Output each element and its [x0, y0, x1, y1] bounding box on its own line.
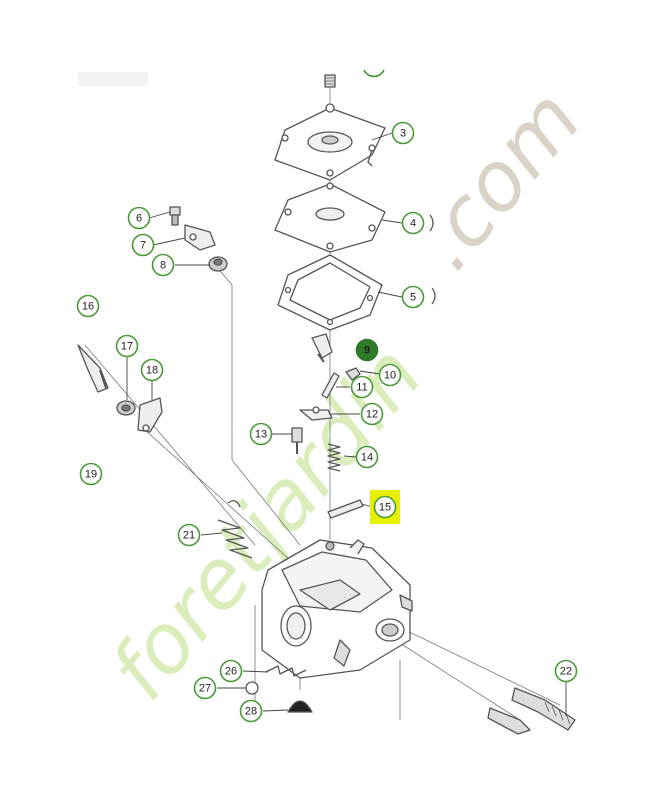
callout-19: 19 — [79, 462, 103, 486]
callout-number: 15 — [379, 502, 391, 514]
callout-28: 28 — [239, 699, 263, 723]
callout-number: 8 — [160, 260, 166, 272]
cap-part-28 — [287, 700, 313, 713]
carburetor-body — [261, 539, 413, 679]
callout-11: 11 — [350, 375, 374, 399]
callout-circle — [355, 338, 379, 362]
callout-number: 4 — [410, 218, 416, 230]
callout-number: 26 — [225, 666, 237, 678]
callout-circle — [360, 402, 384, 426]
ball-part-27 — [245, 681, 259, 695]
callout-number: 11 — [356, 382, 367, 394]
callout-26: 26 — [219, 659, 243, 683]
gasket-part-5 — [277, 254, 383, 331]
callout-circle — [193, 676, 217, 700]
callout-number: 19 — [85, 469, 97, 481]
spring-part-14 — [327, 443, 341, 472]
cable-assembly-16 — [77, 344, 109, 393]
washer-part-17 — [116, 400, 136, 416]
callout-7: 7 — [131, 233, 155, 257]
callout-number: 10 — [384, 370, 396, 382]
callout-circle — [140, 358, 164, 382]
callout-8: 8 — [151, 253, 175, 277]
callout-number: 9 — [364, 345, 370, 357]
callout-3: 3 — [391, 121, 415, 145]
callout-5: 5 — [401, 285, 425, 309]
pin-part-15 — [327, 499, 364, 519]
callout-number: 6 — [136, 213, 142, 225]
callout-circle — [554, 659, 578, 683]
callout-14: 14 — [355, 445, 379, 469]
pump-cover-part-3 — [274, 103, 386, 181]
partial-callout-top — [363, 69, 385, 78]
callout-10: 10 — [378, 363, 402, 387]
corner-artifact — [78, 72, 148, 86]
callout-circle — [350, 375, 374, 399]
callout-number: 18 — [146, 365, 158, 377]
callout-number: 12 — [366, 409, 378, 421]
top-screw — [324, 74, 336, 88]
callout-number: 22 — [560, 666, 572, 678]
callout-17: 17 — [115, 334, 139, 358]
callout-number: 17 — [121, 341, 133, 353]
callout-circle — [391, 121, 415, 145]
lever-part-7 — [184, 224, 216, 251]
callout-number: 27 — [199, 683, 211, 695]
callout-circle — [249, 422, 273, 446]
callout-6: 6 — [127, 206, 151, 230]
needle-arm-part-12 — [299, 406, 333, 421]
bushing-part-8 — [208, 256, 228, 272]
adjusting-screw-22 — [511, 687, 576, 731]
callout-circle — [115, 334, 139, 358]
callout-circle — [127, 206, 151, 230]
callout-circle — [239, 699, 263, 723]
valve-body — [311, 333, 333, 363]
callout-number: 16 — [82, 301, 94, 313]
callout-number: 5 — [410, 292, 416, 304]
callout-circle — [131, 233, 155, 257]
callout-circle — [219, 659, 243, 683]
callout-22: 22 — [554, 659, 578, 683]
callout-labels: 3 4 5 6 7 8 9 10 11 12 13 14 15 16 17 18 19 21 22 26 27 28 — [76, 121, 578, 723]
callout-13: 13 — [249, 422, 273, 446]
needle-part-13 — [291, 427, 303, 454]
callout-number: 14 — [361, 452, 373, 464]
callout-number: 3 — [400, 128, 406, 140]
watermark-suffix-text: .com — [398, 73, 600, 288]
callout-18: 18 — [140, 358, 164, 382]
callout-number: 7 — [140, 240, 146, 252]
diaphragm-part-4 — [274, 182, 386, 253]
callout-circle — [76, 294, 100, 318]
adjusting-screw-lower — [487, 707, 531, 735]
callout-circle — [151, 253, 175, 277]
spring-part-21 — [217, 500, 253, 559]
parts — [77, 74, 576, 735]
spring-part-26 — [265, 665, 307, 677]
callout-circle — [401, 211, 425, 235]
callout-16: 16 — [76, 294, 100, 318]
callout-9: 9 — [355, 338, 379, 362]
callout-leaders — [126, 132, 567, 716]
callout-12: 12 — [360, 402, 384, 426]
callout-number: 28 — [245, 706, 257, 718]
callout-4: 4 — [401, 211, 425, 235]
callout-15: 15 — [370, 490, 400, 524]
callout-circle — [355, 445, 379, 469]
small-part-10 — [345, 367, 361, 381]
callout-number: 13 — [255, 429, 267, 441]
screw-part-6 — [169, 206, 181, 226]
callout-27: 27 — [193, 676, 217, 700]
callout-circle — [401, 285, 425, 309]
callout-circle — [177, 523, 201, 547]
callout-circle — [79, 462, 103, 486]
callout-circle — [378, 363, 402, 387]
callout-number: 21 — [183, 530, 195, 542]
pin-part-11 — [321, 372, 340, 399]
callout-circle — [373, 495, 397, 519]
bracket-part-18 — [137, 397, 163, 433]
callout-21: 21 — [177, 523, 201, 547]
